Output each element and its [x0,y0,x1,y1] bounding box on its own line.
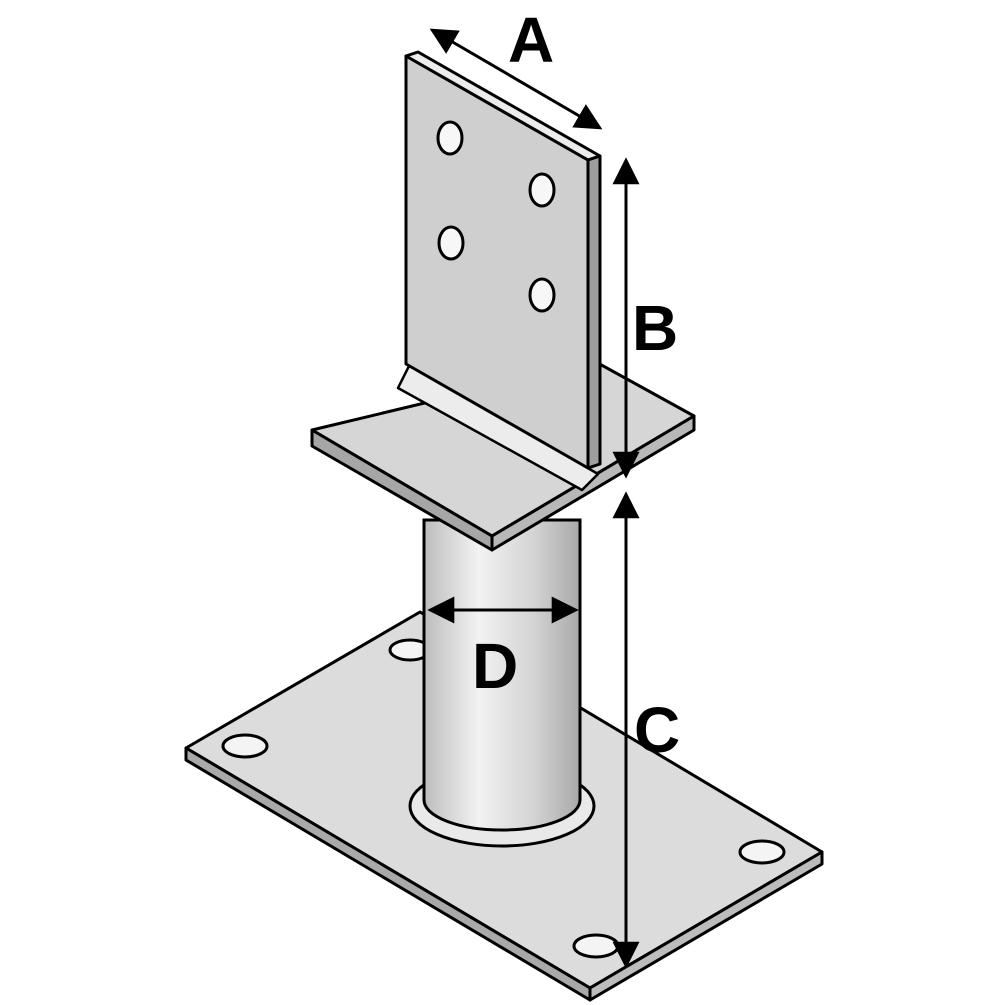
t-plate-hole-2 [528,172,556,208]
dimension-c: C [612,491,680,969]
dimension-c-label: C [634,694,680,766]
dimension-a-label: A [508,4,554,76]
dimension-d-label: D [472,630,518,702]
plate-hole-right [738,839,786,865]
t-plate-hole-1 [436,120,464,156]
dimension-b-label: B [632,292,678,364]
dimension-b: B [612,157,678,479]
plate-hole-left [221,733,269,759]
t-plate-hole-4 [528,277,556,313]
dimension-d: D [427,596,579,702]
plate-hole-front [572,933,620,959]
t-plate-hole-3 [437,225,465,261]
dimension-a: A [429,4,603,130]
dimension-a-arrow [429,28,603,130]
